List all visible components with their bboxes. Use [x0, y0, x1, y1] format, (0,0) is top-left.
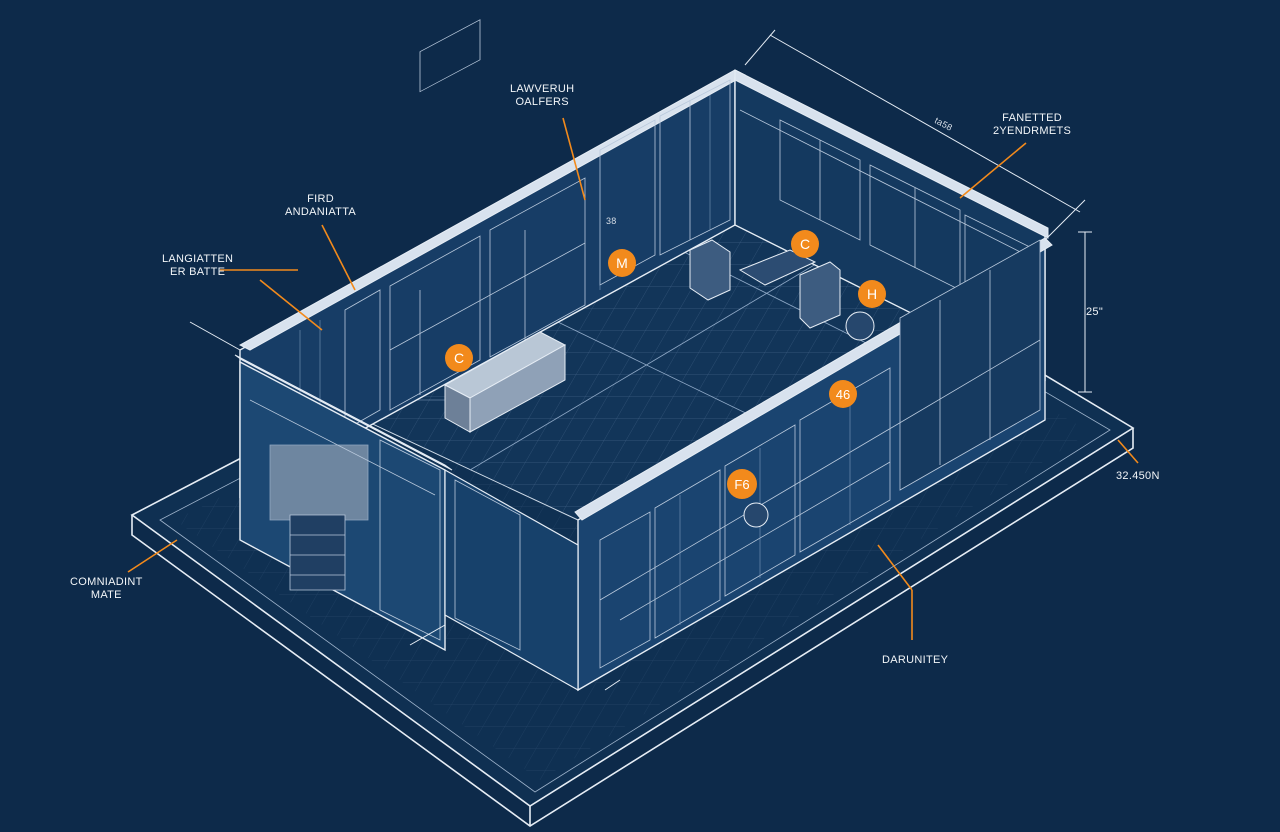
callout-darunitey: DARUNITEY — [882, 654, 948, 667]
dimension-base-text: 32.450N — [1116, 470, 1160, 482]
callout-fanetted-line1: FANETTED — [1002, 112, 1063, 124]
callout-langiatten-line2: ER BATTE — [169, 266, 226, 278]
callout-comniadint: COMNIADINT MATE — [70, 576, 143, 602]
markers: M C C H 46 F6 — [445, 230, 886, 499]
callout-comniadint-line1: COMNIADINT — [70, 576, 143, 588]
marker-f6-label: F6 — [734, 477, 749, 492]
callout-fanetted: FANETTED 2YENDRMETS — [993, 112, 1071, 138]
marker-c-lower: C — [445, 344, 473, 372]
callout-fird-line2: ANDANIATTA — [285, 206, 357, 218]
marker-c-lower-label: C — [454, 350, 464, 366]
callout-langiatten-line1: LANGIATTEN — [162, 253, 234, 265]
front-right-wall — [574, 237, 1053, 692]
marker-46-label: 46 — [836, 387, 850, 402]
marker-46: 46 — [829, 380, 857, 408]
callout-leaders — [127, 117, 1139, 640]
callout-langiatten: LANGIATTEN ER BATTE — [162, 253, 233, 279]
marker-h: H — [858, 280, 886, 308]
callout-darunitey-line1: DARUNITEY — [882, 654, 949, 666]
marker-c-upper: C — [791, 230, 819, 258]
dimension-height: 25" — [1086, 306, 1103, 319]
marker-m-label: M — [616, 255, 628, 271]
callout-comniadint-line2: MATE — [90, 589, 122, 601]
furniture — [443, 239, 875, 528]
front-left-wall — [234, 354, 579, 692]
marker-c-upper-label: C — [800, 236, 810, 252]
marker-h-label: H — [867, 286, 877, 302]
dimension-lines — [189, 29, 1092, 691]
callout-lawveruh-line2: OALFERS — [515, 96, 569, 108]
dimension-side-text: 38 — [606, 216, 617, 226]
dimension-base: 32.450N — [1116, 470, 1160, 483]
callout-lawveruh-line1: LAWVERUH — [510, 83, 575, 95]
callout-fird: FIRD ANDANIATTA — [285, 193, 356, 219]
marker-m: M — [608, 249, 636, 277]
callout-lawveruh: LAWVERUH OALFERS — [510, 83, 574, 109]
dimension-side: 38 — [606, 215, 617, 228]
callout-fanetted-line2: 2YENDRMETS — [993, 125, 1072, 137]
marker-f6: F6 — [727, 469, 757, 499]
callout-fird-line1: FIRD — [307, 193, 334, 205]
back-left-wall — [238, 19, 747, 499]
dimension-height-text: 25" — [1086, 306, 1104, 318]
